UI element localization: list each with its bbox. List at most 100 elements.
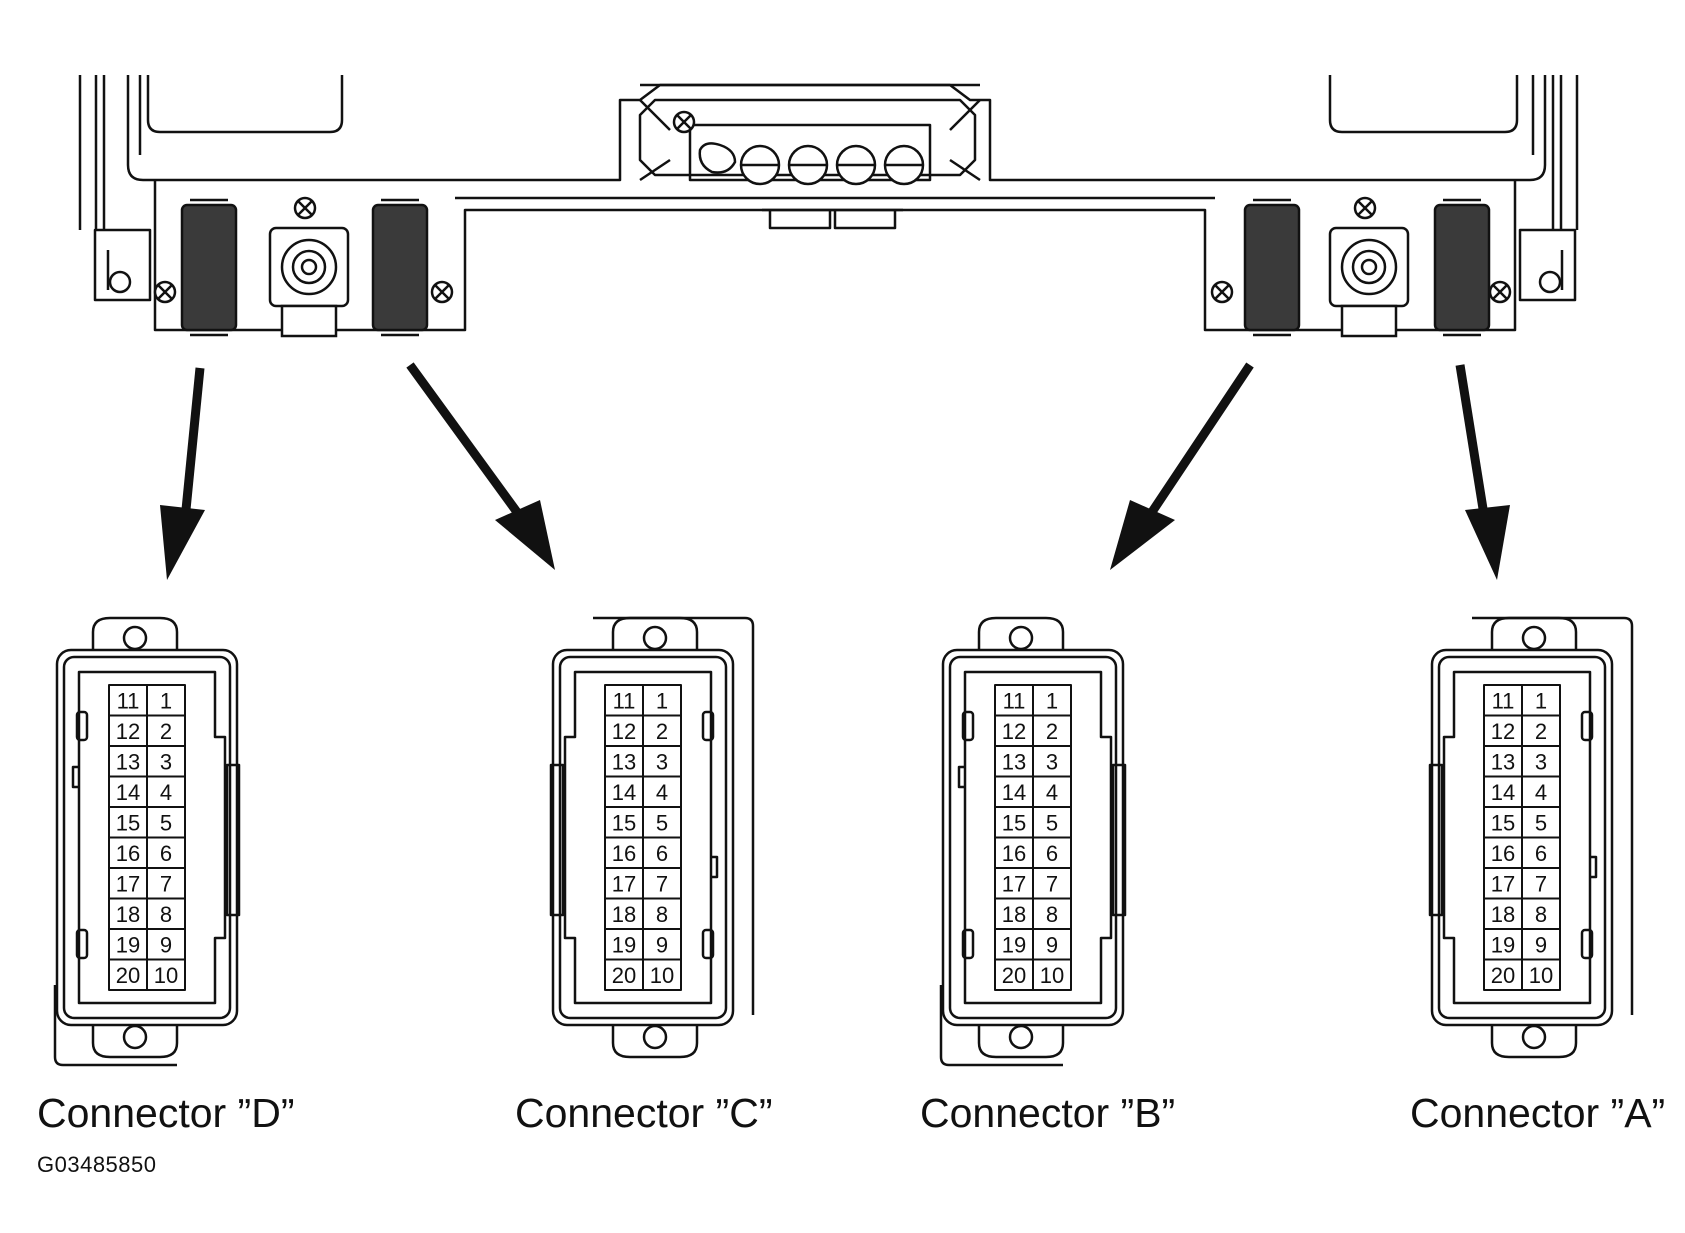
pin-number: 19 bbox=[116, 932, 140, 957]
connector-label-c: Connector ”C” bbox=[515, 1090, 773, 1136]
arrow-to-connector-a bbox=[1455, 364, 1510, 580]
pin-number: 5 bbox=[1046, 810, 1058, 835]
pin-number: 16 bbox=[1491, 841, 1515, 866]
pin-cell bbox=[604, 714, 644, 747]
pin-number: 10 bbox=[650, 963, 674, 988]
pin-number: 20 bbox=[612, 963, 636, 988]
pin-cell bbox=[604, 897, 644, 930]
pin-cell bbox=[642, 836, 682, 869]
pin-number: 14 bbox=[1491, 780, 1515, 805]
pin-cell bbox=[146, 775, 186, 808]
pin-number: 9 bbox=[1046, 932, 1058, 957]
pin-number: 8 bbox=[1535, 902, 1547, 927]
pin-cell bbox=[1521, 745, 1561, 778]
pin-number: 19 bbox=[1002, 932, 1026, 957]
pin-number: 9 bbox=[160, 932, 172, 957]
pin-number: 5 bbox=[160, 810, 172, 835]
pin-number: 20 bbox=[116, 963, 140, 988]
pin-cell bbox=[1521, 958, 1561, 991]
pin-number: 18 bbox=[116, 902, 140, 927]
pin-number: 1 bbox=[1535, 688, 1547, 713]
socket-c bbox=[371, 203, 429, 332]
socket-d bbox=[180, 203, 238, 332]
pin-number: 1 bbox=[656, 688, 668, 713]
pin-number: 3 bbox=[656, 749, 668, 774]
pin-number: 11 bbox=[117, 688, 140, 713]
pin-cell bbox=[1032, 806, 1072, 839]
pin-number: 14 bbox=[1002, 780, 1026, 805]
module-connector-sockets bbox=[180, 198, 1491, 337]
pin-number: 1 bbox=[160, 688, 172, 713]
pin-number: 8 bbox=[656, 902, 668, 927]
arrow-to-connector-c bbox=[406, 362, 555, 570]
pin-number: 2 bbox=[1535, 719, 1547, 744]
pin-number: 13 bbox=[116, 749, 140, 774]
socket-b bbox=[1243, 203, 1301, 332]
pin-number: 8 bbox=[160, 902, 172, 927]
pin-number: 16 bbox=[612, 841, 636, 866]
pin-cell bbox=[1521, 836, 1561, 869]
pin-number: 10 bbox=[154, 963, 178, 988]
pin-number: 4 bbox=[1046, 780, 1058, 805]
pin-number: 17 bbox=[1491, 871, 1515, 896]
pin-number: 12 bbox=[116, 719, 140, 744]
pin-cell bbox=[604, 745, 644, 778]
pin-cell bbox=[146, 897, 186, 930]
pin-number: 7 bbox=[1535, 871, 1547, 896]
pin-number: 13 bbox=[1002, 749, 1026, 774]
pin-cell bbox=[1032, 867, 1072, 900]
pin-number: 6 bbox=[1046, 841, 1058, 866]
pin-number: 17 bbox=[1002, 871, 1026, 896]
pin-number: 2 bbox=[1046, 719, 1058, 744]
pin-cell bbox=[146, 836, 186, 869]
pin-cell bbox=[1032, 897, 1072, 930]
module-housing bbox=[78, 75, 1579, 332]
pin-cell bbox=[146, 684, 186, 717]
pin-cell bbox=[146, 806, 186, 839]
connector-label-d: Connector ”D” bbox=[37, 1090, 295, 1136]
pin-number: 11 bbox=[613, 688, 636, 713]
pin-number: 15 bbox=[1491, 810, 1515, 835]
pin-cell bbox=[994, 958, 1034, 991]
pin-number: 18 bbox=[1491, 902, 1515, 927]
pin-cell bbox=[1032, 684, 1072, 717]
pin-number: 5 bbox=[1535, 810, 1547, 835]
pin-number: 13 bbox=[612, 749, 636, 774]
pin-number: 3 bbox=[1046, 749, 1058, 774]
pin-cell bbox=[1032, 958, 1072, 991]
pin-number: 16 bbox=[116, 841, 140, 866]
pin-number: 10 bbox=[1040, 963, 1064, 988]
pin-cell bbox=[1032, 714, 1072, 747]
pin-number: 18 bbox=[612, 902, 636, 927]
pin-number: 19 bbox=[1491, 932, 1515, 957]
pin-number: 9 bbox=[1535, 932, 1547, 957]
pin-cell bbox=[1521, 928, 1561, 961]
pin-number: 14 bbox=[116, 780, 140, 805]
pin-number: 1 bbox=[1046, 688, 1058, 713]
pin-number: 20 bbox=[1491, 963, 1515, 988]
pin-cell bbox=[146, 714, 186, 747]
pin-number: 4 bbox=[1535, 780, 1547, 805]
pin-cell bbox=[994, 714, 1034, 747]
pin-cell bbox=[642, 684, 682, 717]
pin-number: 17 bbox=[612, 871, 636, 896]
pin-cell bbox=[1521, 714, 1561, 747]
pin-cell bbox=[146, 958, 186, 991]
pin-number: 18 bbox=[1002, 902, 1026, 927]
pin-cell bbox=[642, 928, 682, 961]
pin-cell bbox=[604, 775, 644, 808]
pin-cell bbox=[1521, 806, 1561, 839]
reference-code: G03485850 bbox=[37, 1152, 157, 1177]
pin-number: 19 bbox=[612, 932, 636, 957]
pin-number: 4 bbox=[656, 780, 668, 805]
arrow-to-connector-b bbox=[1110, 362, 1254, 570]
pin-number: 2 bbox=[160, 719, 172, 744]
